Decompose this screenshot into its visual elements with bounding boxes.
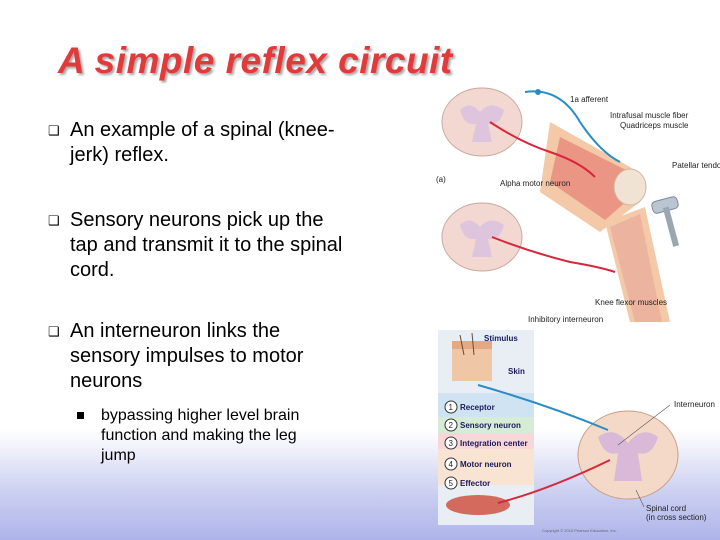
label-patellar: Patellar tendon [672, 161, 720, 170]
bullet-text: An interneuron links the sensory impulse… [70, 320, 304, 392]
label-interneuron: Interneuron [674, 400, 715, 409]
sub-bullet-text: bypassing higher level brain function an… [101, 407, 300, 464]
step-motor-neuron: 4 Motor neuron [444, 457, 512, 471]
svg-text:Motor neuron: Motor neuron [460, 460, 512, 469]
label-knee-flexor: Knee flexor muscles [595, 298, 667, 307]
svg-text:2: 2 [449, 421, 454, 430]
checkbox-bullet-icon: ❑ [48, 213, 60, 228]
step-effector: 5 Effector [444, 476, 490, 490]
leg-illustration [540, 122, 670, 322]
bullet-text: An example of a spinal (knee-jerk) refle… [70, 119, 335, 166]
label-intrafusal-fiber: Intrafusal muscle fiber [610, 111, 689, 120]
checkbox-bullet-icon: ❑ [48, 324, 60, 339]
label-cross-section: (in cross section) [646, 513, 707, 522]
spinal-cord-section-lower [441, 202, 523, 272]
svg-text:Integration center: Integration center [460, 439, 528, 448]
label-inhibitory-interneuron: Inhibitory interneuron [528, 315, 603, 324]
svg-text:1: 1 [449, 403, 454, 412]
label-stimulus: Stimulus [484, 334, 518, 343]
bullet-item: ❑ Sensory neurons pick up the tap and tr… [48, 208, 348, 283]
skin-illustration [452, 332, 492, 381]
svg-text:4: 4 [449, 460, 454, 469]
label-skin: Skin [508, 367, 525, 376]
label-panel-a: (a) [436, 175, 446, 184]
reflex-arc-diagram: Stimulus Skin Interneuron Spinal cord (i… [438, 330, 715, 533]
step-integration-center: 3 Integration center [444, 436, 528, 450]
svg-text:Sensory neuron: Sensory neuron [460, 421, 521, 430]
slide-title: A simple reflex circuit [58, 40, 453, 81]
bullet-item: ❑ An example of a spinal (knee-jerk) ref… [48, 118, 348, 168]
copyright-text: Copyright © 2010 Pearson Education, Inc. [542, 528, 617, 533]
square-bullet-icon [77, 412, 84, 419]
bullet-item: ❑ An interneuron links the sensory impul… [48, 319, 348, 394]
bullet-text: Sensory neurons pick up the tap and tran… [70, 209, 343, 281]
bullet-list: ❑ An example of a spinal (knee-jerk) ref… [48, 118, 348, 466]
checkbox-bullet-icon: ❑ [48, 123, 60, 138]
label-spinal-cord: Spinal cord [646, 504, 686, 513]
spinal-cord-section-upper [441, 87, 523, 157]
reflex-hammer-icon [651, 196, 680, 247]
svg-text:Receptor: Receptor [460, 403, 495, 412]
svg-text:5: 5 [449, 479, 454, 488]
step-receptor: 1 Receptor [444, 400, 495, 414]
label-ia-afferent: 1a afferent [570, 95, 609, 104]
label-quadriceps: Quadriceps muscle [620, 121, 689, 130]
svg-text:Effector: Effector [460, 479, 490, 488]
svg-text:3: 3 [449, 439, 454, 448]
step-sensory-neuron: 2 Sensory neuron [444, 418, 521, 432]
knee-jerk-reflex-diagram: 1a afferent Intrafusal muscle fiber Quad… [436, 87, 720, 324]
sub-bullet-item: bypassing higher level brain function an… [77, 406, 300, 466]
muscle-illustration [446, 495, 510, 515]
spinal-cord-cross-section [577, 410, 679, 500]
label-alpha-motor: Alpha motor neuron [500, 179, 570, 188]
